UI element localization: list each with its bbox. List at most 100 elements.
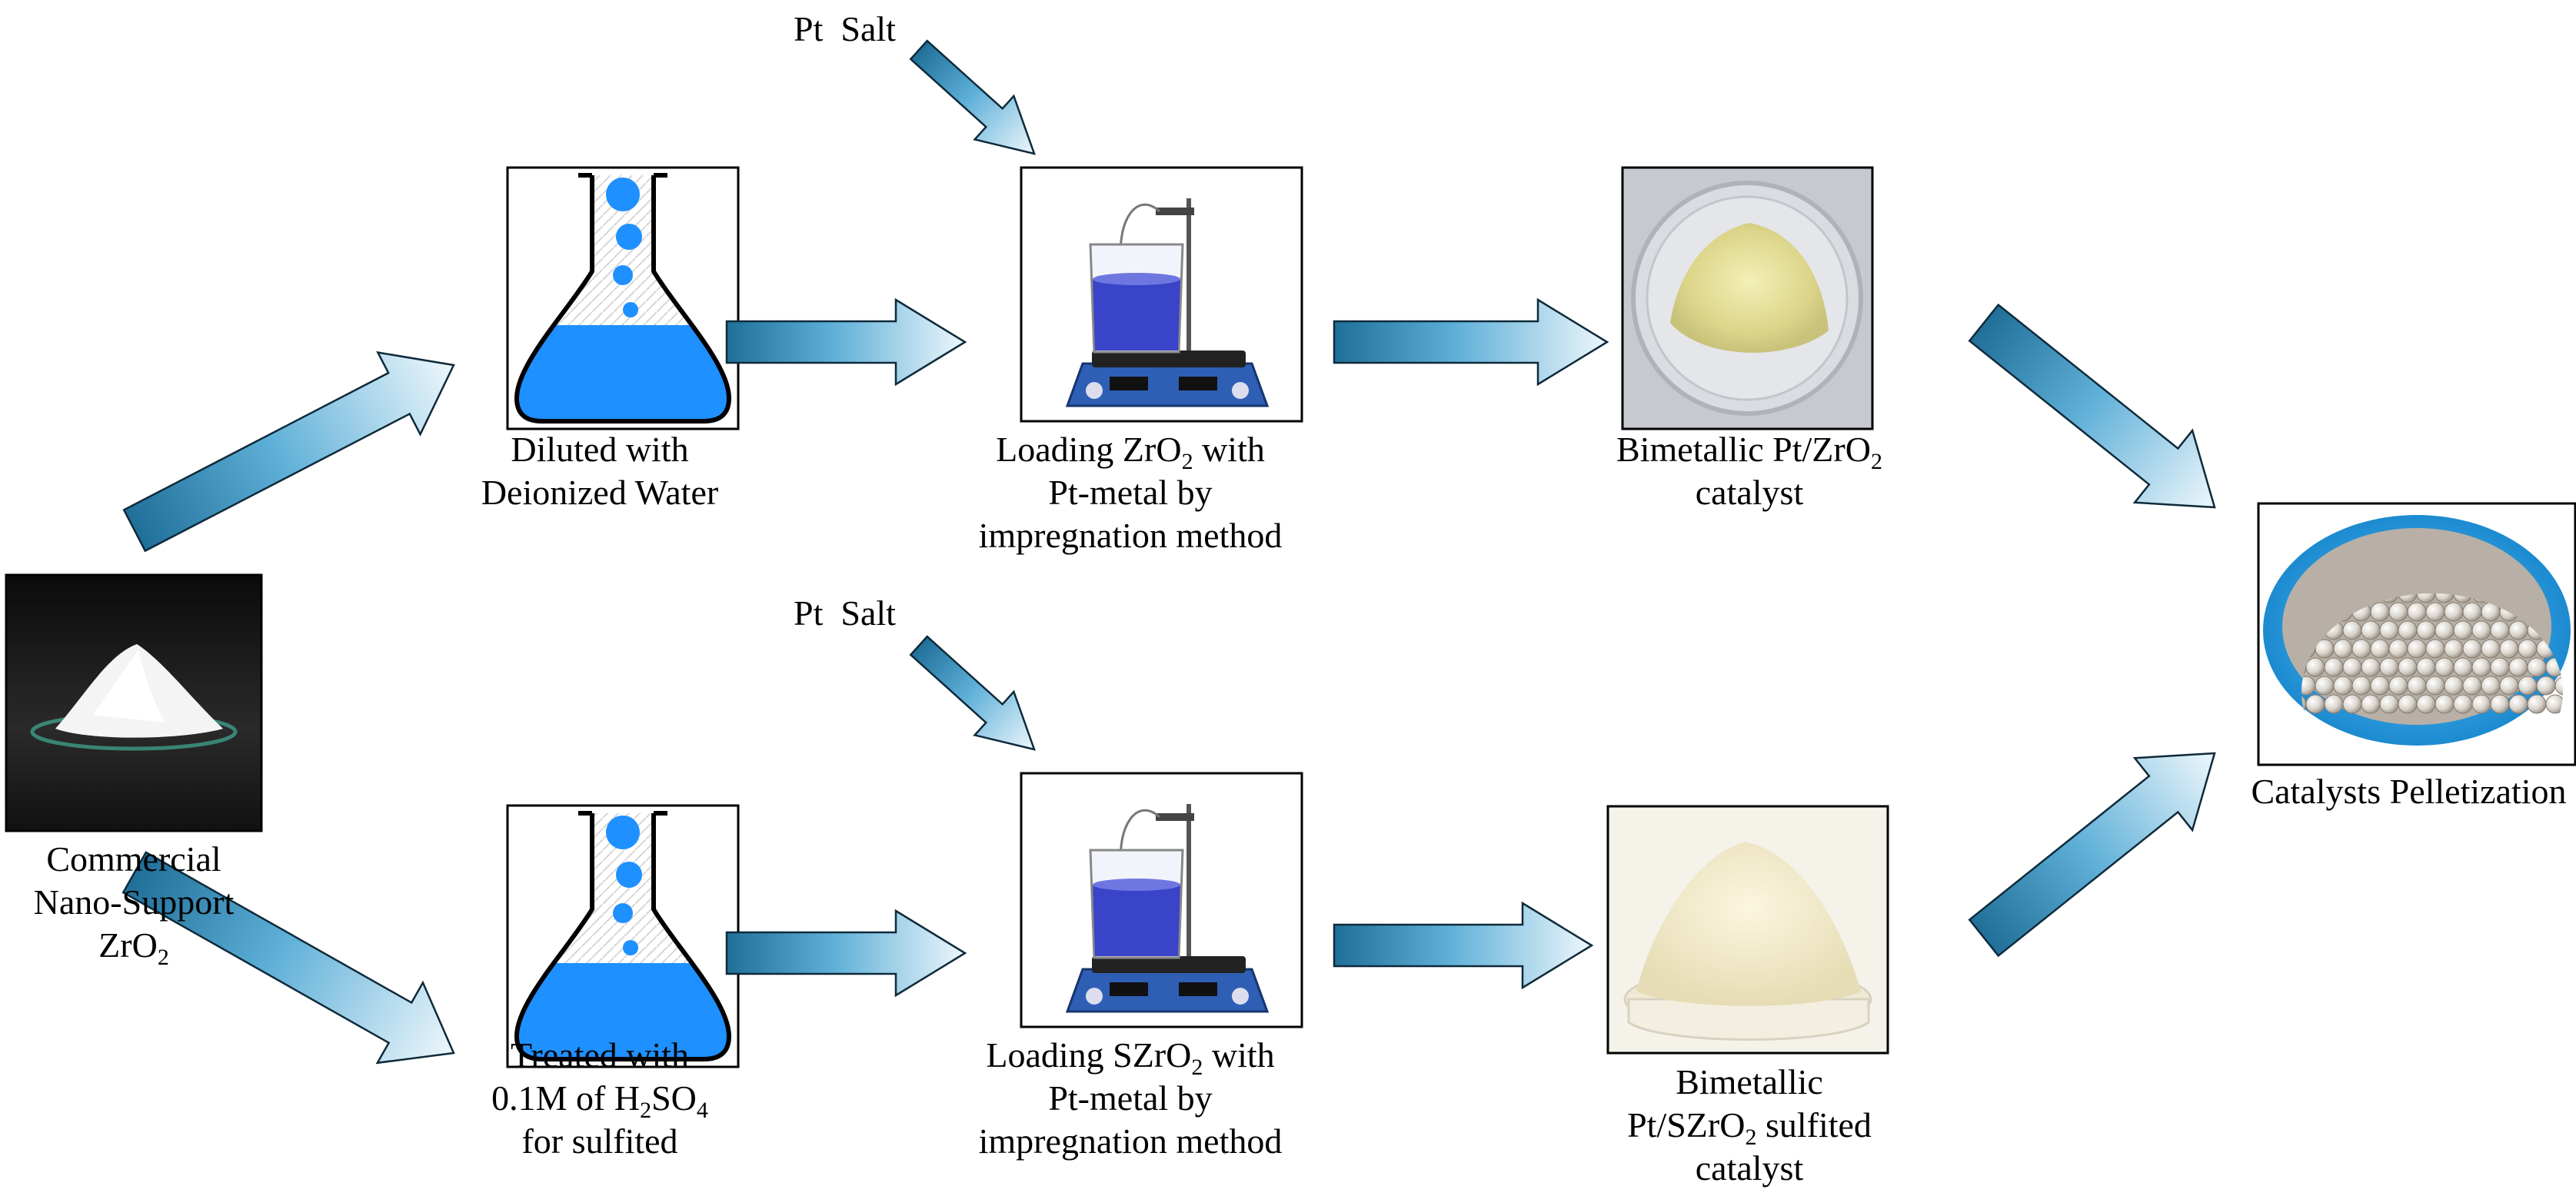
caption-text: Loading ZrO [996, 430, 1182, 469]
caption-text: Bimetallic Pt/ZrO [1616, 430, 1871, 469]
pellet [2462, 602, 2482, 622]
pellet [2407, 676, 2427, 696]
caption-line: Pt-metal by [1048, 1078, 1213, 1118]
knob-icon [1232, 988, 1249, 1005]
flow-arrows [121, 39, 2216, 1065]
beaker-liquid [1093, 885, 1180, 956]
pellet [2416, 694, 2436, 714]
pellet [2435, 620, 2455, 640]
input-label-line: ZrO2 [6, 924, 261, 970]
caption-line: catalyst [1695, 473, 1804, 512]
pellet [2361, 694, 2381, 714]
caption-subscript: 2 [640, 1098, 652, 1123]
hot-plate [1092, 350, 1246, 367]
pellet [2435, 593, 2455, 603]
bubble-icon [606, 178, 640, 211]
pellet [2361, 620, 2381, 640]
pellet [2499, 639, 2519, 659]
pellet [2499, 676, 2519, 696]
pellet [2453, 593, 2473, 603]
pellet [2305, 657, 2325, 677]
yellow-powder-petri-dish-photo [1621, 166, 1874, 430]
pellet [2342, 620, 2362, 640]
output-label: Catalysts Pelletization [2251, 772, 2567, 811]
pellet [2379, 694, 2399, 714]
pellet [2305, 694, 2325, 714]
caption-subscript: 2 [1191, 1055, 1203, 1080]
pellet [2435, 657, 2455, 677]
bubble-icon [623, 940, 638, 955]
bubble-icon [623, 302, 638, 317]
pellet [2398, 620, 2418, 640]
erlenmeyer-flask-icon [506, 166, 740, 430]
knob-icon [1232, 382, 1249, 399]
caption-text: Loading SZrO [986, 1035, 1192, 1075]
flask-liquid [517, 963, 729, 1059]
flask-outline [514, 175, 731, 424]
pellet [2370, 676, 2390, 696]
caption-subscript: 2 [1745, 1125, 1757, 1150]
flow-arrow [1333, 297, 1609, 387]
flow-arrow [725, 909, 967, 998]
pellet [2471, 620, 2491, 640]
pellet [2554, 676, 2563, 696]
pellet [2462, 676, 2482, 696]
caption-line: Bimetallic Pt/ZrO2 [1584, 428, 1915, 474]
display-left [1110, 982, 1148, 996]
pellet [2398, 694, 2418, 714]
caption-text: sulfited [1756, 1105, 1872, 1145]
caption-text: 0.1M of H [491, 1078, 641, 1118]
pellet [2324, 657, 2344, 677]
pellet [2508, 620, 2528, 640]
pellet [2471, 694, 2491, 714]
caption-subscript: 4 [696, 1098, 708, 1123]
pellet [2536, 676, 2556, 696]
caption-text: with [1193, 430, 1265, 469]
pellet [2444, 676, 2464, 696]
bottom-step1-label: Treated with 0.1M of H2SO4 for sulfited [461, 1034, 738, 1163]
pellet [2444, 602, 2464, 622]
pellet [2379, 620, 2399, 640]
caption-text: with [1203, 1035, 1275, 1075]
erlenmeyer-flask-icon [506, 804, 740, 1068]
pellet [2407, 639, 2427, 659]
display-right [1179, 982, 1217, 996]
input-label-subscript: 2 [157, 945, 169, 970]
flow-arrow [1333, 901, 1594, 990]
top-step2-label: Loading ZrO2 with Pt-metal by impregnati… [954, 428, 1307, 557]
caption-subscript: 2 [1181, 449, 1193, 474]
pellet [2398, 657, 2418, 677]
pellet [2453, 694, 2473, 714]
pellet [2490, 620, 2510, 640]
reagent-label-top: Pt Salt [794, 9, 896, 48]
pellet [2388, 639, 2408, 659]
bubble-icon [616, 224, 642, 250]
pellet [2425, 676, 2445, 696]
pellet [2425, 602, 2445, 622]
pellet [2351, 676, 2371, 696]
flow-arrow [909, 39, 1036, 155]
caption-line: Bimetallic [1676, 1062, 1823, 1101]
flow-arrow [122, 350, 455, 553]
stand-rod [1186, 198, 1191, 352]
caption-subscript: 2 [1870, 449, 1882, 474]
pellet [2435, 694, 2455, 714]
pellet [2361, 657, 2381, 677]
cream-powder-petri-dish-photo [1606, 805, 1889, 1055]
caption-line: Pt/SZrO2 sulfited [1569, 1104, 1930, 1150]
pellet [2398, 593, 2418, 603]
flow-arrow [1968, 303, 2216, 509]
pellet [2545, 694, 2563, 714]
bubble-icon [606, 816, 640, 849]
caption-text: SO [651, 1078, 697, 1118]
flow-arrow [725, 297, 967, 387]
pellet [2527, 657, 2547, 677]
flow-arrow [909, 635, 1036, 751]
caption-line: Treated with [510, 1035, 690, 1075]
input-label-line: Commercial [46, 839, 221, 879]
flask-liquid [517, 325, 729, 421]
caption-line: Loading ZrO2 with [954, 428, 1307, 474]
pellet [2416, 620, 2436, 640]
